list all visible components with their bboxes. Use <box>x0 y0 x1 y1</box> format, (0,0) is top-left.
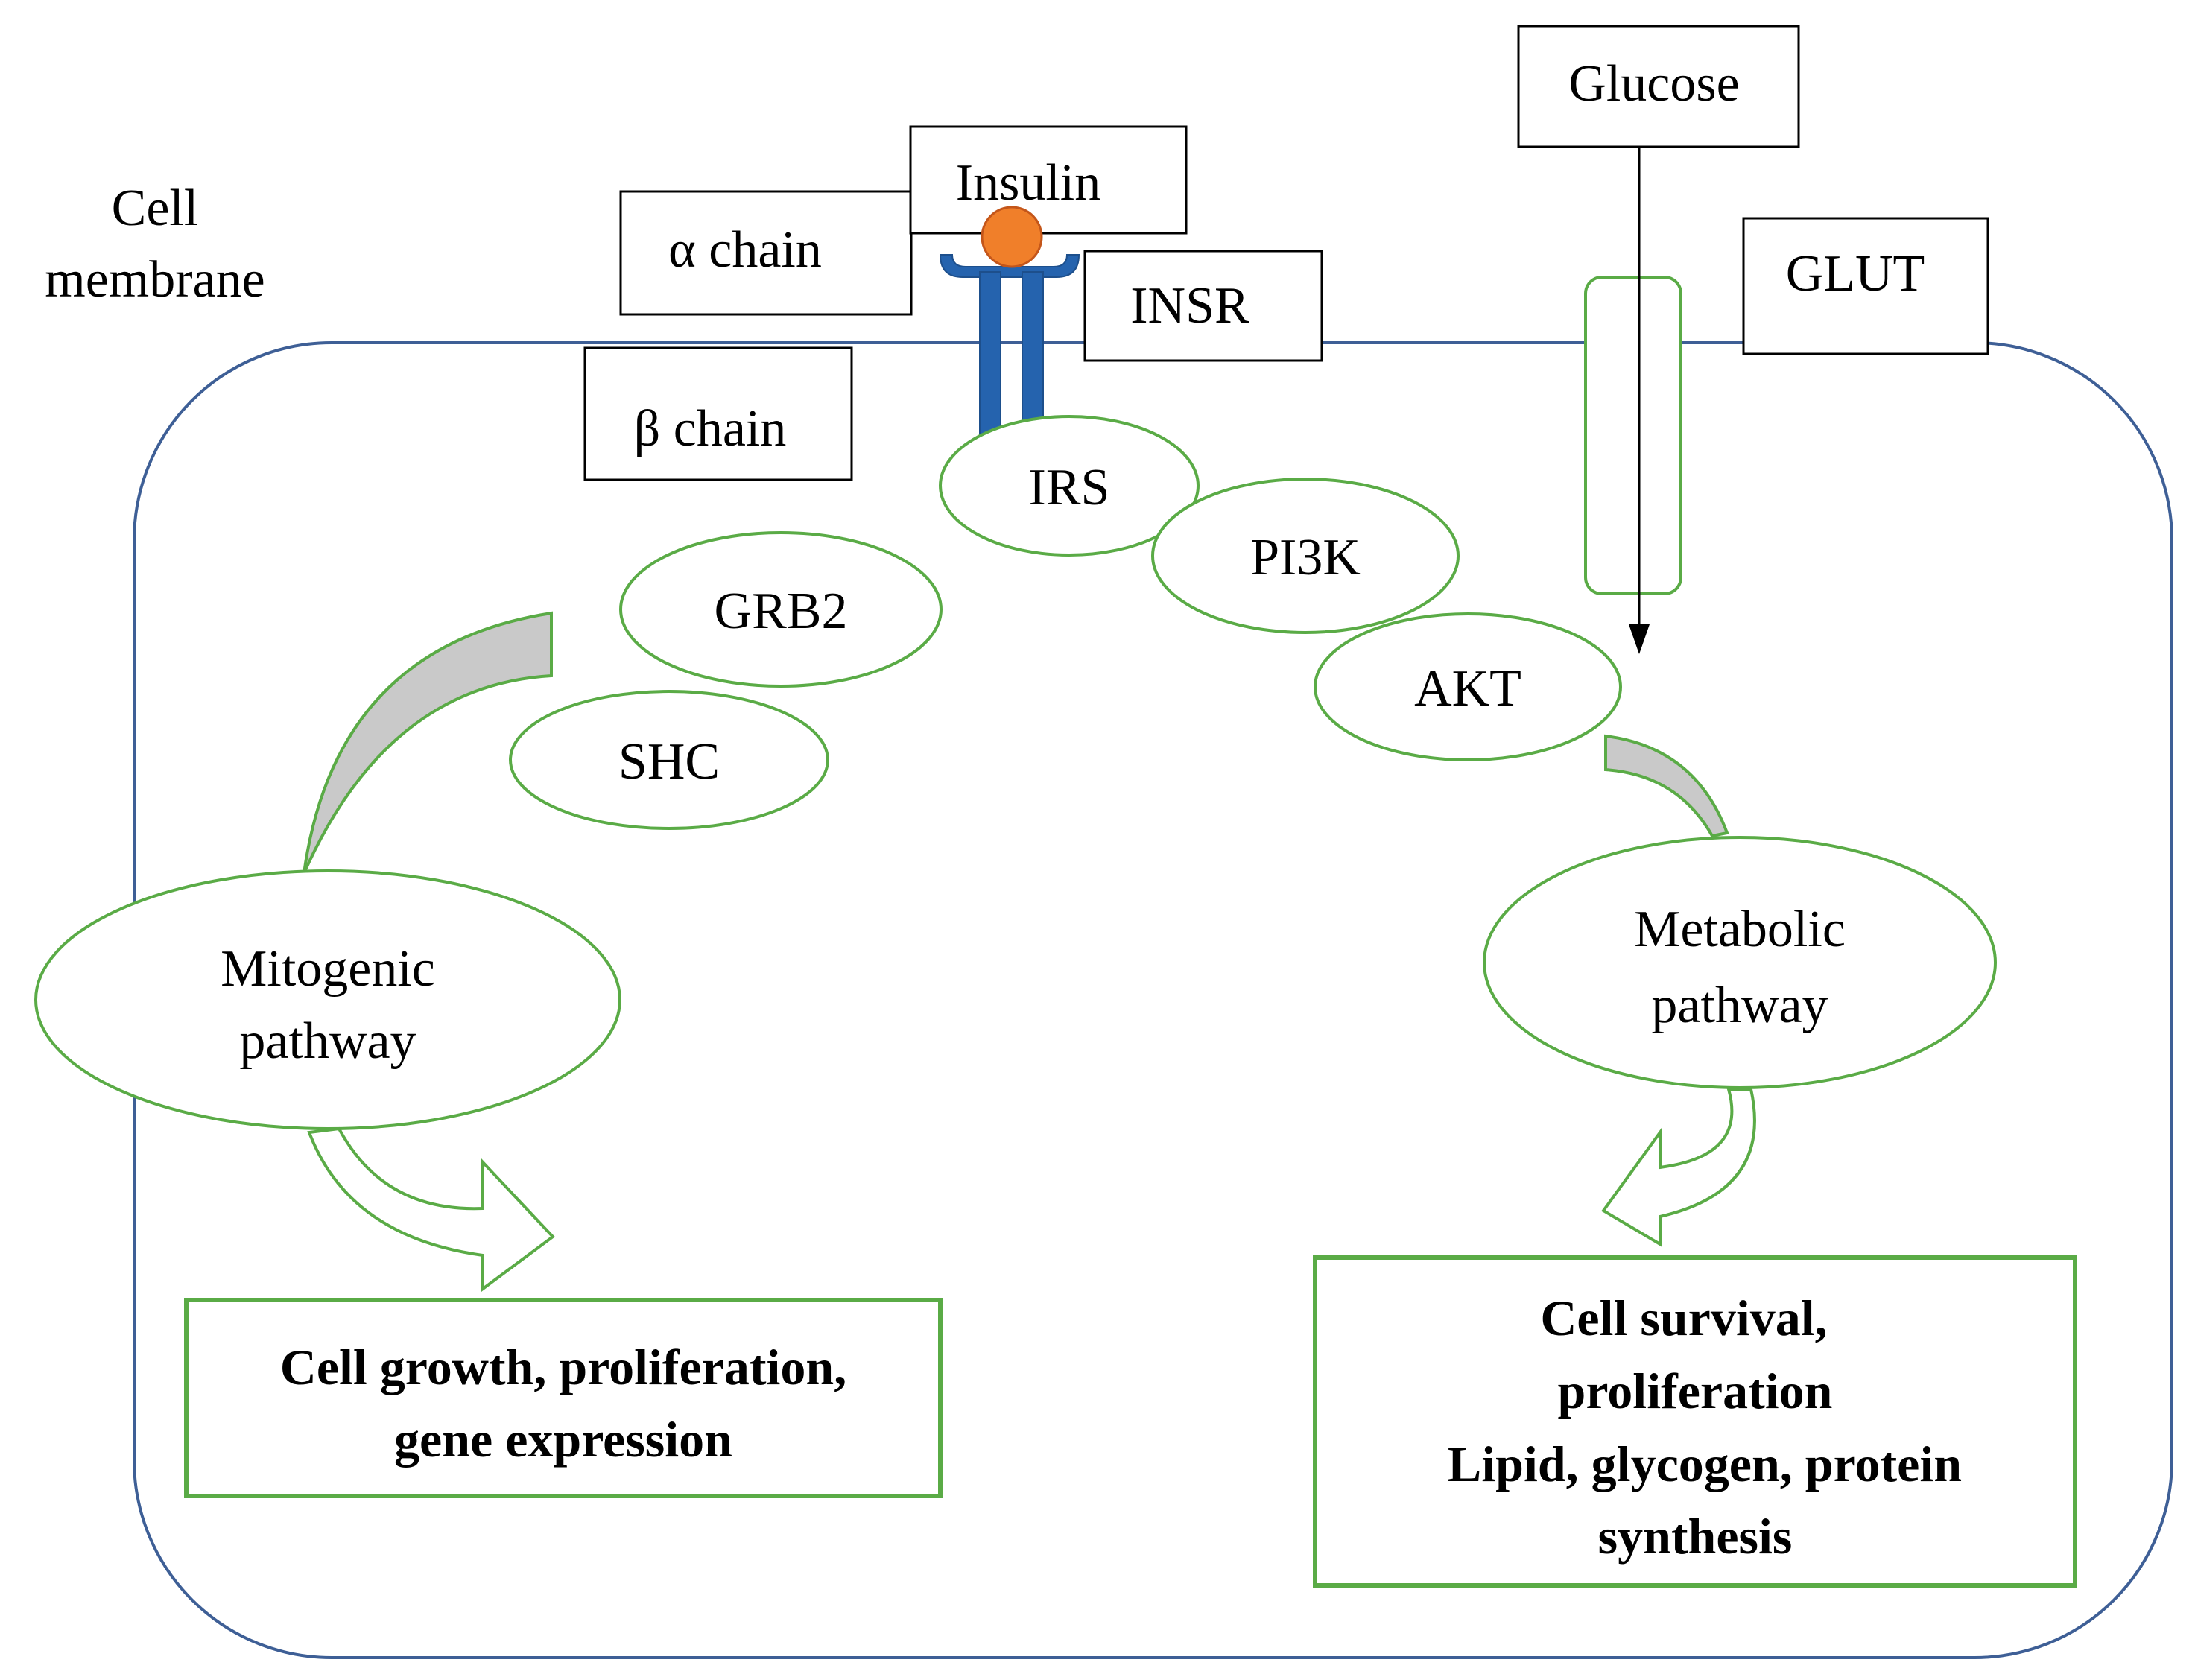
glut-box <box>1742 217 1989 355</box>
akt-label: AKT <box>1414 660 1521 717</box>
pi3k-label: PI3K <box>1250 529 1361 586</box>
metabolic-pathway-label-line1: Metabolic <box>1634 901 1846 958</box>
metabolic-outcome-box <box>1313 1255 2077 1588</box>
mitogenic-outcome-box <box>184 1298 943 1498</box>
mitogenic-outcome-line2: gene expression <box>394 1411 732 1468</box>
mitogenic-outcome-arrow <box>307 1126 555 1292</box>
glut-transporter <box>1584 276 1682 595</box>
mitogenic-pathway-label-line2: pathway <box>239 1012 416 1070</box>
metabolic-outcome-arrow <box>1601 1088 1756 1247</box>
insulin-molecule <box>981 206 1043 268</box>
metabolic-pathway-oval <box>1483 836 1997 1089</box>
irs-oval <box>939 415 1200 557</box>
insr-label: INSR <box>1130 277 1249 335</box>
metabolic-outcome-line1: Cell survival, <box>1540 1290 1827 1346</box>
metabolic-outcome-line2: proliferation <box>1558 1363 1833 1419</box>
glut-label: GLUT <box>1786 245 1925 302</box>
cell-membrane-label-line1: Cell <box>112 180 199 237</box>
grb2-label: GRB2 <box>715 583 848 640</box>
metabolic-curved-arrow <box>1604 734 1729 838</box>
glucose-entry-arrowhead <box>1629 624 1650 654</box>
mitogenic-pathway-label-line1: Mitogenic <box>221 940 435 998</box>
beta-chain-label: β chain <box>634 400 787 457</box>
insr-box <box>1083 250 1323 362</box>
mitogenic-outcome-line1: Cell growth, proliferation, <box>280 1339 847 1395</box>
shc-oval <box>509 690 829 830</box>
metabolic-pathway-label-line2: pathway <box>1651 977 1828 1034</box>
glucose-box <box>1517 25 1800 148</box>
irs-label: IRS <box>1029 459 1110 516</box>
metabolic-outcome-line4: synthesis <box>1598 1508 1793 1565</box>
mitogenic-pathway-oval <box>34 869 621 1130</box>
cell-membrane-label-line2: membrane <box>45 251 265 308</box>
insulin-box <box>909 125 1188 235</box>
alpha-chain-label: α chain <box>668 221 822 279</box>
pi3k-oval <box>1151 478 1460 634</box>
insulin-label: Insulin <box>956 154 1100 212</box>
grb2-oval <box>619 531 943 688</box>
shc-label: SHC <box>618 733 720 790</box>
metabolic-outcome-line3: Lipid, glycogen, protein <box>1448 1436 1962 1492</box>
alpha-chain-box <box>619 190 913 316</box>
glucose-label: Glucose <box>1568 55 1739 112</box>
beta-chain-box <box>583 346 853 481</box>
akt-oval <box>1314 612 1622 761</box>
